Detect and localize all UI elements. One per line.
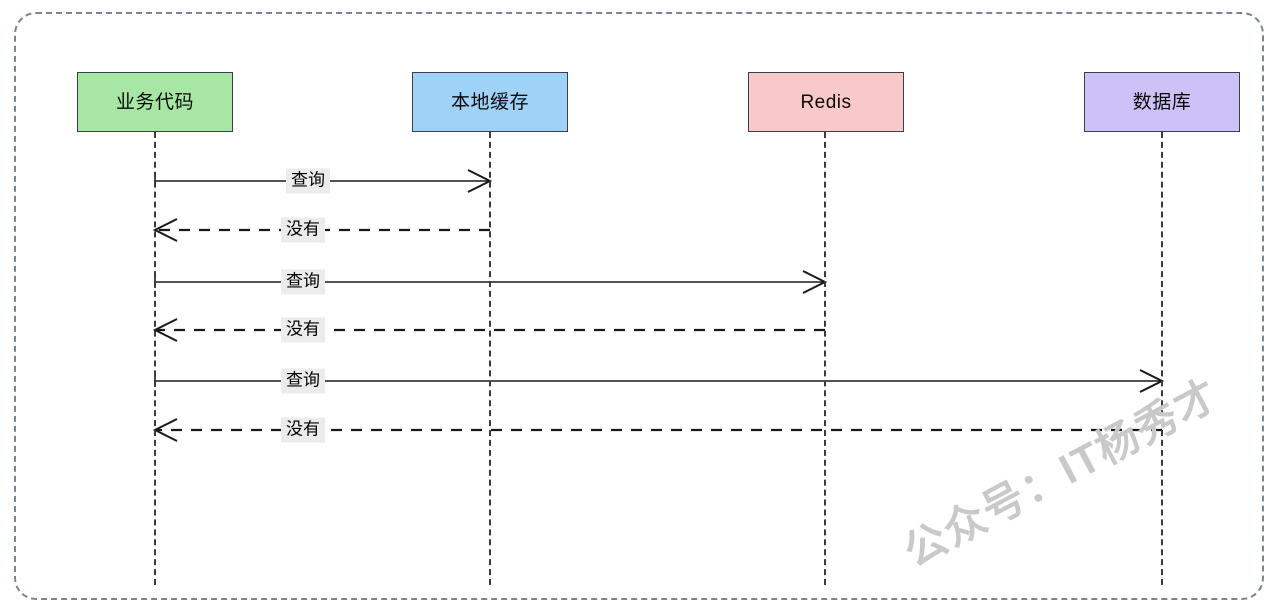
watermark-text: 公众号：IT杨秀才 <box>896 369 1227 576</box>
lifeline-local-cache <box>489 132 491 585</box>
message-label-5: 查询 <box>281 368 325 394</box>
lifeline-database <box>1161 132 1163 585</box>
message-label-2: 没有 <box>281 217 325 243</box>
participant-box-business-code[interactable]: 业务代码 <box>77 72 233 132</box>
message-label-4: 没有 <box>281 317 325 343</box>
participant-label-redis: Redis <box>800 91 852 113</box>
message-label-6: 没有 <box>281 417 325 443</box>
message-label-3: 查询 <box>281 269 325 295</box>
message-label-1: 查询 <box>286 168 330 194</box>
participant-box-database[interactable]: 数据库 <box>1084 72 1240 132</box>
participant-label-local-cache: 本地缓存 <box>450 91 529 113</box>
participant-label-database: 数据库 <box>1132 91 1192 113</box>
participant-label-business-code: 业务代码 <box>115 91 194 113</box>
participant-box-redis[interactable]: Redis <box>748 72 904 132</box>
lifeline-redis <box>824 132 826 585</box>
participant-box-local-cache[interactable]: 本地缓存 <box>412 72 568 132</box>
lifeline-business-code <box>154 132 156 585</box>
